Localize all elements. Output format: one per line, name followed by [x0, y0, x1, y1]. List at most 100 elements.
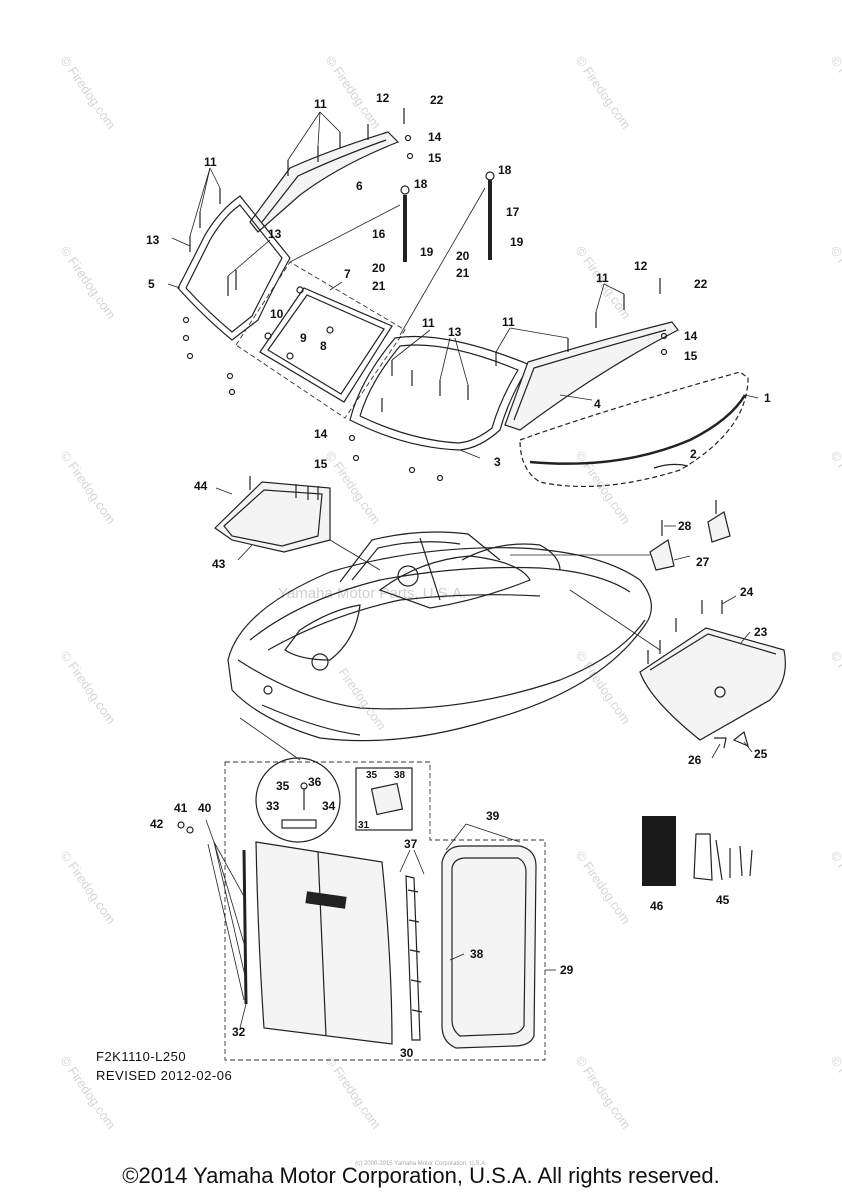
small-copyright: (c) 2000-2015 Yamaha Motor Corporation, … [355, 1161, 487, 1167]
callout-3: 3 [494, 455, 501, 469]
part-38-frame [441, 845, 537, 1049]
watermark: © Firedog.com [828, 848, 842, 927]
watermark: © Firedog.com [58, 1053, 119, 1132]
callout-18: 18 [498, 163, 512, 177]
part-1-rail [519, 371, 749, 488]
watermark: © Firedog.com [573, 848, 634, 927]
callout-31: 31 [358, 820, 370, 831]
callout-12: 12 [376, 91, 390, 105]
part-30-hinge [405, 875, 421, 1041]
callout-17: 17 [506, 205, 520, 219]
callout-42: 42 [150, 817, 164, 831]
watermark: © Firedog.com [58, 848, 119, 927]
callout-45: 45 [716, 893, 730, 907]
watermark: © Firedog.com [58, 243, 119, 322]
detail-31-box [355, 767, 413, 831]
callout-28: 28 [678, 519, 692, 533]
callout-11: 11 [422, 316, 435, 330]
drawing-code: F2K1110-L250 [96, 1049, 187, 1064]
callout-13: 13 [268, 227, 282, 241]
callout-38: 38 [394, 770, 406, 781]
detail-circle [255, 757, 341, 843]
watermark: © Firedog.com [573, 53, 634, 132]
callout-20: 20 [372, 261, 386, 275]
callout-8: 8 [320, 339, 327, 353]
watermark: © Firedog.com [323, 448, 384, 527]
callout-14: 14 [684, 329, 698, 343]
callout-11: 11 [314, 97, 327, 111]
callout-35: 35 [366, 770, 378, 781]
callout-35: 35 [276, 779, 290, 793]
callout-24: 24 [740, 585, 754, 599]
leaders-top [167, 111, 759, 459]
callout-40: 40 [198, 801, 212, 815]
part-32-door [255, 841, 393, 1045]
callout-5: 5 [148, 277, 155, 291]
part-46-sticker [642, 816, 676, 886]
callout-4: 4 [594, 397, 601, 411]
callout-15: 15 [684, 349, 698, 363]
callout-19: 19 [510, 235, 524, 249]
callout-11: 11 [502, 315, 515, 329]
part-6-glass [249, 131, 400, 233]
callouts: 11 12 22 14 15 11 6 18 18 17 13 13 16 19… [146, 91, 771, 1060]
watermark: © Firedog.com [828, 1053, 842, 1132]
part-7-glass [259, 287, 393, 403]
callout-11: 11 [596, 271, 609, 285]
callout-9: 9 [300, 331, 307, 345]
watermark: © Firedog.com [58, 648, 119, 727]
callout-13: 13 [146, 233, 160, 247]
callout-27: 27 [696, 555, 710, 569]
copyright-notice: ©2014 Yamaha Motor Corporation, U.S.A. A… [122, 1163, 720, 1188]
door-assembly-outline [224, 761, 546, 1061]
part-27-bracket [649, 500, 731, 571]
callout-12: 12 [634, 259, 648, 273]
part-4-glass [504, 321, 679, 431]
callout-14: 14 [314, 427, 328, 441]
watermark: © Firedog.com [58, 53, 119, 132]
door-assembly [177, 757, 556, 1061]
callout-43: 43 [212, 557, 226, 571]
callout-10: 10 [270, 307, 284, 321]
callout-21: 21 [372, 279, 386, 293]
hull-windshield [339, 531, 501, 583]
hull-outline [227, 547, 652, 742]
callout-34: 34 [322, 799, 336, 813]
screws [182, 108, 668, 482]
watermark: © Firedog.com [58, 448, 119, 527]
watermark: © Firedog.com [828, 448, 842, 527]
callout-22: 22 [694, 277, 708, 291]
watermark-hull: Firedog.com [336, 665, 390, 733]
part-43-tray [214, 476, 331, 561]
callout-21: 21 [456, 266, 470, 280]
boat-hull: Firedog.com [227, 531, 652, 742]
part-45-kit [693, 833, 753, 881]
callout-26: 26 [688, 753, 702, 767]
callout-30: 30 [400, 1046, 414, 1060]
callout-20: 20 [456, 249, 470, 263]
windshield-assembly [167, 108, 759, 488]
callout-29: 29 [560, 963, 574, 977]
callout-39: 39 [486, 809, 500, 823]
callout-14: 14 [428, 130, 442, 144]
part-7-outline [235, 261, 406, 419]
callout-33: 33 [266, 799, 280, 813]
callout-19: 19 [420, 245, 434, 259]
callout-11: 11 [204, 155, 217, 169]
callout-15: 15 [314, 457, 328, 471]
watermark: © Firedog.com [573, 1053, 634, 1132]
callout-41: 41 [174, 801, 188, 815]
leaders-hull [239, 539, 661, 761]
callout-36: 36 [308, 775, 322, 789]
callout-37: 37 [404, 837, 418, 851]
callout-38: 38 [470, 947, 484, 961]
watermark: © Firedog.com [828, 53, 842, 132]
callout-46: 46 [650, 899, 664, 913]
callout-44: 44 [194, 479, 208, 493]
callout-23: 23 [754, 625, 768, 639]
watermark: © Firedog.com [323, 1053, 384, 1132]
callout-13: 13 [448, 325, 462, 339]
part-5-windshield [177, 195, 291, 341]
watermark: © Firedog.com [323, 53, 384, 132]
